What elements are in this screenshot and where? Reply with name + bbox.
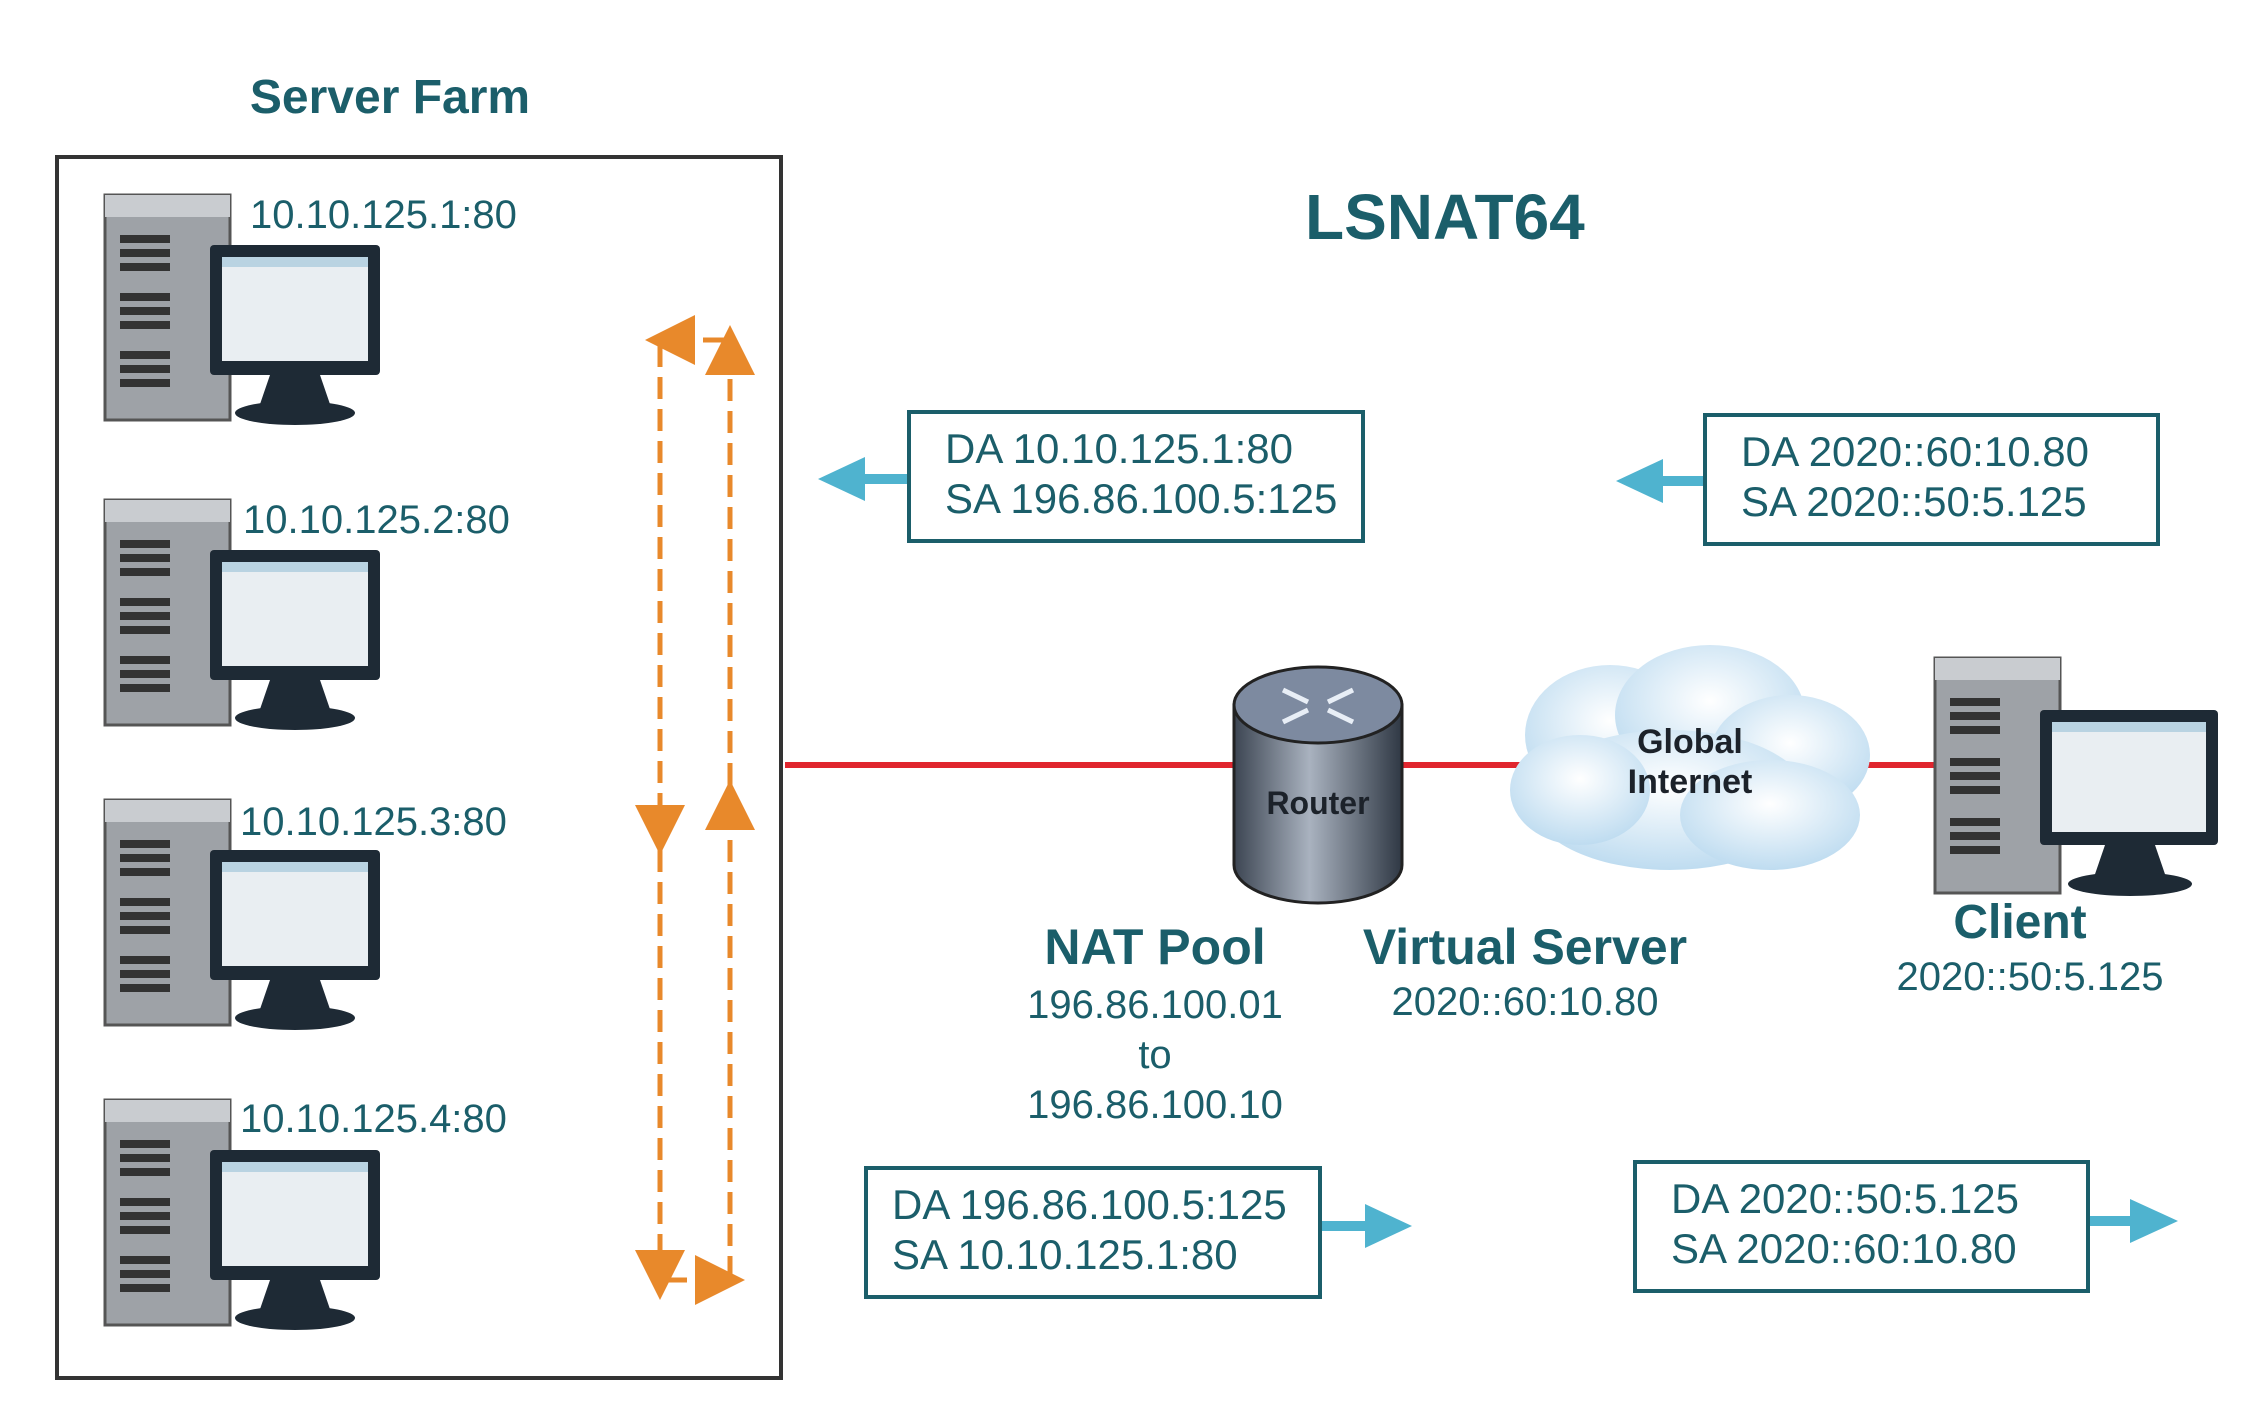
server-farm-box	[55, 155, 783, 1380]
cloud-line1: Global	[1637, 723, 1743, 761]
virtual-server-address: 2020::60:10.80	[1391, 980, 1659, 1024]
packet-sa: SA 196.86.100.5:125	[945, 475, 1338, 522]
server-1	[100, 185, 390, 435]
client-title: Client	[1953, 896, 2087, 949]
router	[1228, 660, 1408, 915]
server-address: 10.10.125.1:80	[250, 193, 517, 237]
packet-sa: SA 2020::50:5.125	[1741, 478, 2087, 525]
page-title: LSNAT64	[1305, 181, 1585, 253]
arrow-right-icon	[1320, 1204, 1412, 1248]
nat-pool-to: to	[1138, 1033, 1172, 1077]
server-computer-icon	[103, 193, 380, 425]
server-address: 10.10.125.3:80	[240, 800, 507, 844]
packet-da: DA 2020::50:5.125	[1671, 1175, 2019, 1222]
packet-box-bottom-left: DA 196.86.100.5:125 SA 10.10.125.1:80	[864, 1166, 1322, 1299]
nat-pool-end: 196.86.100.10	[1027, 1083, 1283, 1127]
server-2	[100, 490, 390, 740]
cloud-line2: Internet	[1627, 763, 1753, 801]
virtual-server-title: Virtual Server	[1362, 919, 1688, 975]
server-computer-icon	[103, 798, 380, 1030]
server-address: 10.10.125.2:80	[243, 498, 510, 542]
packet-da: DA 10.10.125.1:80	[945, 425, 1293, 472]
server-address: 10.10.125.4:80	[240, 1097, 507, 1141]
packet-box-bottom-right: DA 2020::50:5.125 SA 2020::60:10.80	[1633, 1160, 2090, 1293]
global-internet-cloud	[1500, 640, 1880, 895]
arrow-right-icon	[2085, 1199, 2178, 1243]
packet-box-top-left: DA 10.10.125.1:80 SA 196.86.100.5:125	[907, 410, 1365, 543]
load-balance-flow	[635, 315, 755, 1305]
nat-pool-range: 196.86.100.01 to 196.86.100.10	[980, 980, 1330, 1130]
packet-da: DA 196.86.100.5:125	[892, 1181, 1287, 1228]
server-farm-title: Server Farm	[249, 71, 531, 124]
server-3	[100, 790, 390, 1040]
client	[1930, 648, 2230, 908]
packet-sa: SA 2020::60:10.80	[1671, 1225, 2017, 1272]
server-computer-icon	[103, 498, 380, 730]
server-computer-icon	[103, 1098, 380, 1330]
packet-da: DA 2020::60:10.80	[1741, 428, 2089, 475]
cloud-icon	[1510, 645, 1870, 870]
nat-pool-start: 196.86.100.01	[1027, 983, 1283, 1027]
router-icon	[1232, 665, 1404, 905]
nat-pool-title: NAT Pool	[1044, 919, 1266, 975]
router-label: Router	[1266, 785, 1370, 821]
cloud-label: Global Internet	[1550, 722, 1830, 802]
packet-box-top-right: DA 2020::60:10.80 SA 2020::50:5.125	[1703, 413, 2160, 546]
packet-sa: SA 10.10.125.1:80	[892, 1231, 1238, 1278]
client-computer-icon	[1933, 656, 2218, 896]
packet-direction-arrows	[818, 457, 2178, 1248]
client-address: 2020::50:5.125	[1896, 955, 2164, 999]
arrow-left-icon	[1616, 459, 1710, 503]
server-4	[100, 1090, 390, 1340]
arrow-left-icon	[818, 457, 910, 501]
